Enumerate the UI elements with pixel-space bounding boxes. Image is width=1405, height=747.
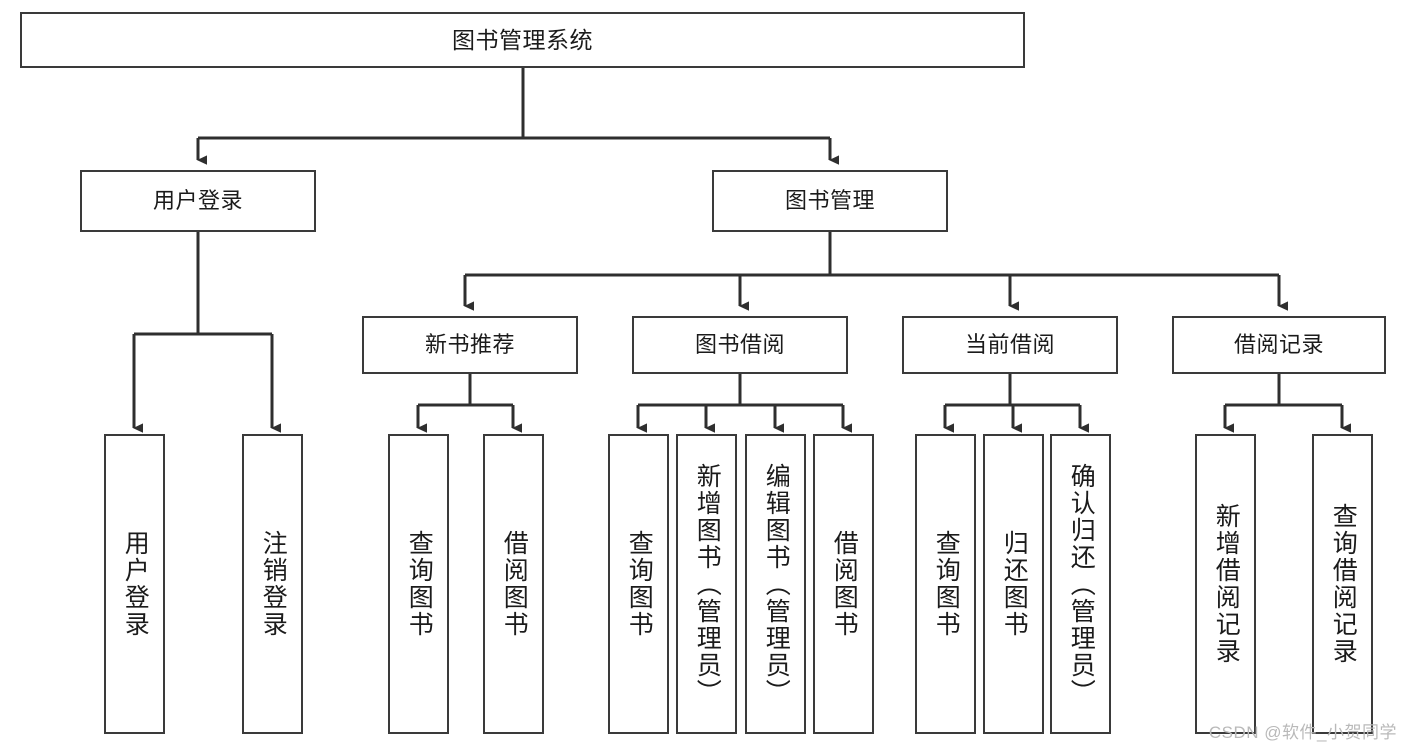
node-current-borrow[interactable]: 当前借阅 [902, 316, 1118, 374]
leaf-return-book[interactable]: 归还图书 [983, 434, 1044, 734]
node-label: 确认归还（管理员） [1067, 462, 1096, 706]
leaf-confirm-return-admin[interactable]: 确认归还（管理员） [1050, 434, 1111, 734]
node-label: 借阅记录 [1233, 332, 1324, 357]
leaf-borrow-book-new-book[interactable]: 借阅图书 [483, 434, 544, 734]
csdn-watermark: CSDN @软件_小贺同学 [1208, 723, 1397, 742]
node-label: 新书推荐 [424, 332, 515, 357]
node-label: 归还图书 [1000, 530, 1029, 638]
leaf-query-book-borrow[interactable]: 查询图书 [608, 434, 669, 734]
leaf-edit-book-admin[interactable]: 编辑图书（管理员） [745, 434, 806, 734]
node-label: 查询图书 [405, 530, 434, 638]
node-label: 查询借阅记录 [1329, 503, 1358, 665]
leaf-query-borrow-record[interactable]: 查询借阅记录 [1312, 434, 1373, 734]
node-root-book-management-system[interactable]: 图书管理系统 [20, 12, 1025, 68]
node-label: 新增借阅记录 [1212, 503, 1241, 665]
node-label: 用户登录 [152, 188, 243, 213]
node-book-borrow[interactable]: 图书借阅 [632, 316, 848, 374]
node-label: 借阅图书 [500, 530, 529, 638]
node-borrow-record[interactable]: 借阅记录 [1172, 316, 1386, 374]
node-book-management[interactable]: 图书管理 [712, 170, 948, 232]
node-label: 新增图书（管理员） [693, 462, 722, 706]
leaf-user-login[interactable]: 用户登录 [104, 434, 165, 734]
leaf-query-book-new-book[interactable]: 查询图书 [388, 434, 449, 734]
node-user-login[interactable]: 用户登录 [80, 170, 316, 232]
node-label: 查询图书 [625, 530, 654, 638]
node-label: 注销登录 [259, 530, 288, 638]
node-label: 查询图书 [932, 530, 961, 638]
node-label: 图书借阅 [694, 332, 785, 357]
leaf-borrow-book[interactable]: 借阅图书 [813, 434, 874, 734]
leaf-add-book-admin[interactable]: 新增图书（管理员） [676, 434, 737, 734]
node-label: 借阅图书 [830, 530, 859, 638]
leaf-query-book-current[interactable]: 查询图书 [915, 434, 976, 734]
node-label: 图书管理系统 [452, 26, 593, 53]
leaf-add-borrow-record[interactable]: 新增借阅记录 [1195, 434, 1256, 734]
node-label: 用户登录 [121, 530, 150, 638]
node-new-book-recommend[interactable]: 新书推荐 [362, 316, 578, 374]
node-label: 图书管理 [784, 188, 875, 213]
node-label: 编辑图书（管理员） [762, 462, 791, 706]
leaf-logout[interactable]: 注销登录 [242, 434, 303, 734]
node-label: 当前借阅 [964, 332, 1055, 357]
